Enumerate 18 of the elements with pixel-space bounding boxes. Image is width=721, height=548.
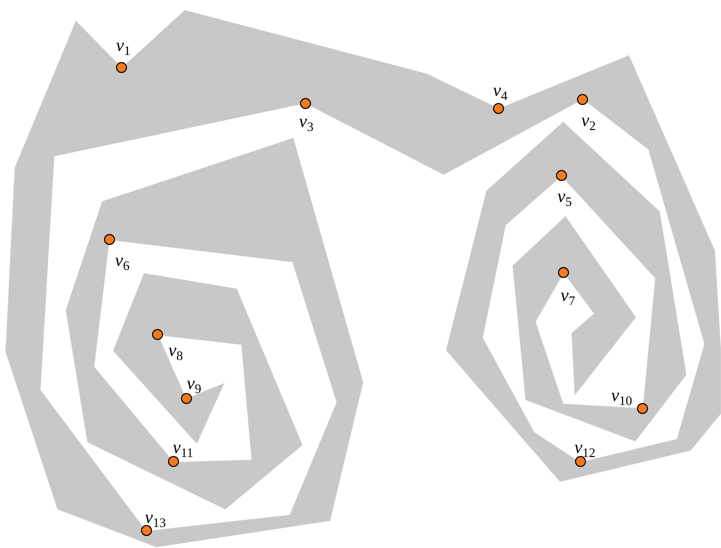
vertex-label: v$_{6}$	[115, 251, 130, 270]
vertex-label: v$_{4}$	[492, 81, 508, 100]
vertex-label: v$_{9}$	[186, 374, 202, 392]
vertex-dot	[637, 402, 648, 414]
vertex-label: v$_{11}$	[172, 438, 194, 456]
vertex-dot	[493, 102, 504, 114]
vertex-label: v$_{10}$	[611, 386, 632, 404]
vertex-dot	[574, 456, 586, 468]
vertex-label: v$_{8}$	[168, 341, 183, 360]
vertex-label: v$_{2}$	[581, 111, 596, 130]
vertex-label: v$_{12}$	[574, 438, 596, 456]
vertex-label: v$_{13}$	[144, 508, 166, 526]
vertex-label: v$_{7}$	[560, 286, 576, 304]
vertex-label: v$_{1}$	[116, 36, 130, 54]
vertex-dot	[116, 62, 128, 73]
vertex-label: v$_{5}$	[557, 186, 572, 205]
vertex-dot	[168, 456, 180, 468]
vertex-label: v$_{3}$	[298, 112, 314, 130]
